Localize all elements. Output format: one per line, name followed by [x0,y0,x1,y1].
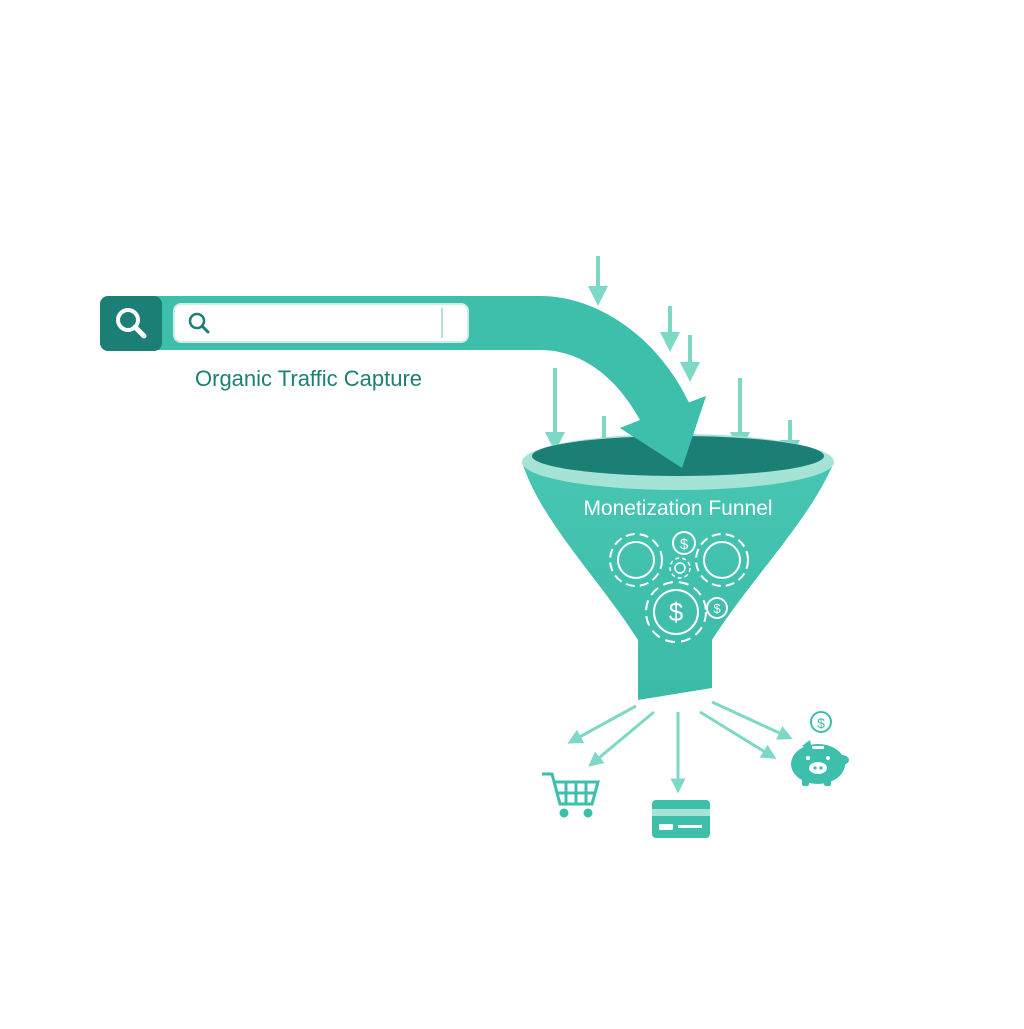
output-arrow [567,704,637,744]
output-arrow [711,700,793,740]
credit-card-icon [652,800,710,838]
svg-text:$: $ [680,536,689,553]
output-arrow [699,710,777,759]
dollar-coin-icon: $ [706,597,728,619]
output-arrows [567,700,793,794]
gear-icon [609,533,663,587]
gear-icon [645,581,707,643]
piggy-bank-icon: $ [791,711,849,786]
gear-icon [695,533,749,587]
output-arrow [588,710,655,767]
dollar-coin-icon: $ [672,531,696,555]
search-icon [116,308,147,339]
search-caption: Organic Traffic Capture [195,366,422,391]
svg-text:$: $ [817,715,825,731]
shopping-cart-icon [542,772,600,818]
gear-icon [669,557,691,579]
svg-text:$: $ [713,601,721,616]
search-input[interactable] [173,303,469,343]
search-bar: Organic Traffic Capture [100,296,706,468]
svg-text:$: $ [669,597,684,627]
traffic-flow-arrowhead [620,396,706,468]
funnel-label: Monetization Funnel [583,497,772,520]
search-icon [188,312,210,334]
dollar-coin-icon: $ [669,597,684,627]
monetization-funnel: Monetization Funnel $ $ $ [522,396,834,700]
search-button[interactable] [100,296,162,351]
funnel-body [522,462,834,700]
incoming-arrows [545,256,800,460]
